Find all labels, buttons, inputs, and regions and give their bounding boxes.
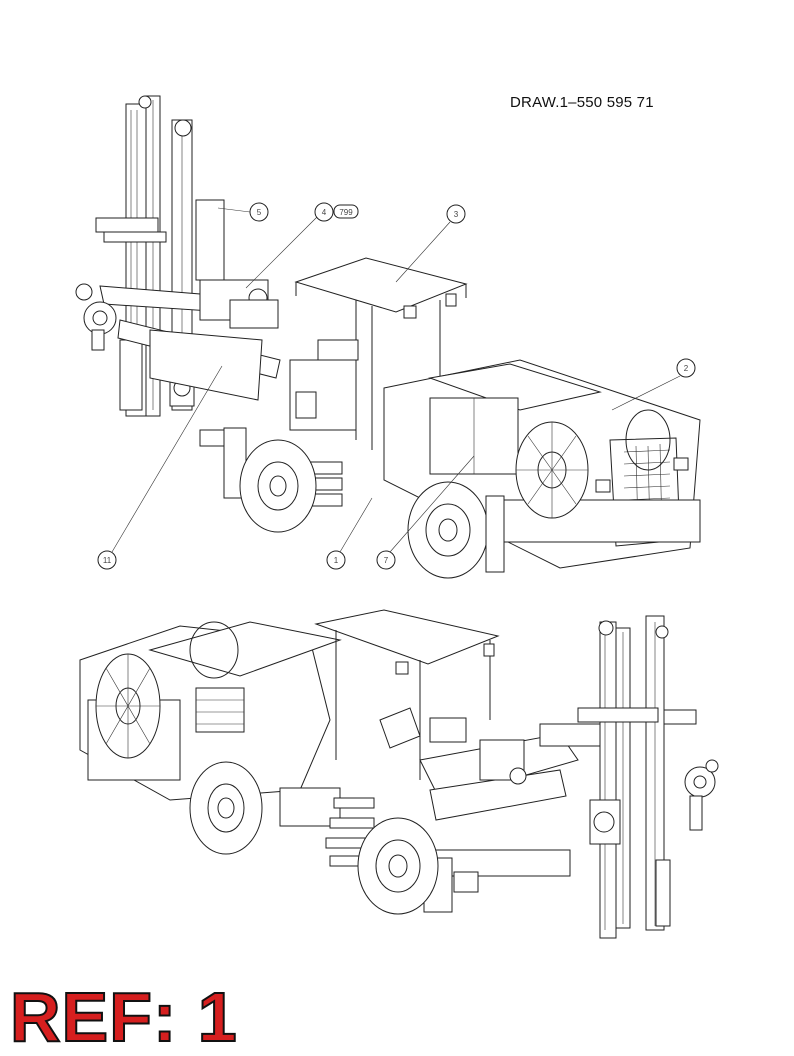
bottom-boom-arm — [419, 723, 605, 821]
callout-1: 1 — [334, 556, 339, 565]
callout-4-extra-box — [333, 204, 359, 219]
drawing-number: DRAW.1–550 595 71 — [510, 94, 654, 111]
callouts: 5 4 799 3 2 11 1 7 — [97, 202, 696, 570]
top-rear-wheel — [239, 439, 317, 533]
top-cable-reel — [515, 409, 671, 519]
callout-11: 11 — [103, 556, 112, 565]
bottom-cable-reel — [95, 621, 239, 759]
bottom-drill-mast — [577, 615, 719, 939]
reference-label: REF: 1 — [9, 978, 238, 1056]
top-boom-arm — [75, 279, 281, 401]
bottom-front-wheel — [357, 817, 439, 915]
top-front-wheel — [407, 481, 489, 579]
callout-circle-11 — [97, 550, 117, 570]
callout-5: 5 — [257, 208, 262, 217]
callout-circle-1 — [326, 550, 346, 570]
callout-circle-2 — [676, 358, 696, 378]
bottom-rear-wheel — [189, 761, 263, 855]
bottom-drill-rig-view — [79, 609, 719, 939]
top-drill-rig-view — [75, 95, 701, 579]
callout-circle-3 — [446, 204, 466, 224]
callout-3: 3 — [454, 210, 459, 219]
callout-circle-5 — [249, 202, 269, 222]
callout-circle-7 — [376, 550, 396, 570]
top-cabin-canopy — [289, 257, 468, 450]
callout-2: 2 — [684, 364, 689, 373]
callout-7: 7 — [384, 556, 389, 565]
callout-4: 4 — [322, 208, 327, 217]
callout-circle-4 — [314, 202, 334, 222]
callout-4-extra: 799 — [339, 208, 353, 217]
bottom-canopy — [314, 609, 500, 780]
